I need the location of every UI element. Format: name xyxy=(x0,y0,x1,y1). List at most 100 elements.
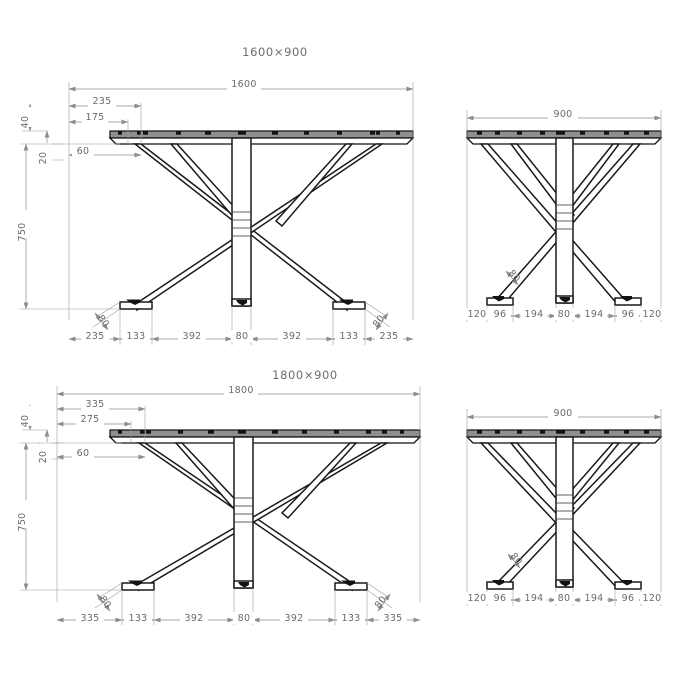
dim-label-chain-1600-6: 235 xyxy=(379,331,398,342)
dim-label-chain-1800-3: 80 xyxy=(238,613,251,624)
dim-inset-a-1600: 235 xyxy=(68,95,142,144)
center-column-1800 xyxy=(233,436,254,589)
side-center-foot-glide xyxy=(559,297,570,303)
dim-label-overall-width-1600: 1600 xyxy=(231,79,256,90)
dim-label-chain-1600-3: 80 xyxy=(236,331,249,342)
dim-inset-a-1800: 335 xyxy=(56,398,146,443)
dim-label-chain-1800-side-6: 120 xyxy=(642,593,661,604)
side-center-column-collar-1800 xyxy=(556,494,573,520)
foot-left-glide xyxy=(126,299,140,305)
dim-label-chain-1600-side-6: 120 xyxy=(642,309,661,320)
dim-label-chain-1600-side-1: 96 xyxy=(494,309,507,320)
dim-label-overall-width-1800: 1800 xyxy=(228,385,253,396)
dim-chain-bottom-1600: 235 133 392 80 392 133 235 xyxy=(68,306,414,345)
tabletop-bolt-tabs-1800 xyxy=(118,430,404,434)
center-foot-glide xyxy=(236,300,247,306)
table-frame-1600-side-geometry xyxy=(465,130,663,307)
dim-label-overall-width-1600-side: 900 xyxy=(553,109,572,120)
dim-label-chain-1800-4: 392 xyxy=(284,613,303,624)
center-column-collar xyxy=(232,211,251,237)
dim-label-chain-1600-1: 133 xyxy=(126,331,145,342)
dim-label-inset-a-1600: 235 xyxy=(92,96,111,107)
dim-label-chain-1600-0: 235 xyxy=(85,331,104,342)
dim-overall-height-1800: 750 xyxy=(17,442,122,591)
dim-label-inset-b-1600: 175 xyxy=(85,112,104,123)
dim-label-chain-1800-2: 392 xyxy=(184,613,203,624)
drawing-1600-side: 900 80 120 96 194 xyxy=(465,108,664,322)
tabletop-slab xyxy=(109,130,414,139)
dim-label-chain-1800-side-1: 96 xyxy=(494,593,507,604)
dim-label-chain-1600-side-3: 80 xyxy=(558,309,571,320)
dim-label-chain-1800-6: 335 xyxy=(383,613,402,624)
dim-inset-b-1800: 275 xyxy=(56,413,132,443)
dim-label-top-thickness-1600: 40 xyxy=(20,116,31,129)
inner-strut-right xyxy=(274,143,354,228)
dim-inset-b-1600: 175 xyxy=(68,111,129,144)
tabletop-edge-chamfer xyxy=(108,137,415,145)
center-column-collar-1800 xyxy=(234,497,253,523)
dim-top-thickness-1600: 40 xyxy=(20,103,48,132)
dim-label-chain-1600-5: 133 xyxy=(339,331,358,342)
dim-inset-c-1800: 60 xyxy=(56,447,146,460)
foot-left-glide-1800 xyxy=(128,580,142,586)
side-foot-left-glide-1800 xyxy=(492,580,504,586)
dim-label-chain-1800-side-4: 194 xyxy=(584,593,603,604)
dim-label-chain-1800-0: 335 xyxy=(80,613,99,624)
dim-overall-height-1600: 750 xyxy=(17,143,120,310)
dim-chain-bottom-1800: 335 133 392 80 392 133 335 xyxy=(56,588,421,625)
dim-label-overall-height-1600: 750 xyxy=(17,222,28,241)
dim-label-apron-thickness-1800: 20 xyxy=(38,451,49,464)
table-frame-1800-front-geometry xyxy=(108,429,422,592)
dim-label-top-thickness-1800: 40 xyxy=(20,415,31,428)
foot-right-glide-1800 xyxy=(341,580,355,586)
dim-label-apron-thickness-1600: 20 xyxy=(38,152,49,165)
side-center-column xyxy=(555,137,574,304)
dim-label-chain-1800-side-2: 194 xyxy=(524,593,543,604)
table-frame-1800-side-geometry xyxy=(465,429,663,590)
tabletop-slab-1800 xyxy=(109,429,421,438)
tabletop-bolt-tabs xyxy=(118,131,400,135)
dim-overall-width-1600-side: 900 xyxy=(466,108,662,322)
dim-label-overall-height-1800: 750 xyxy=(17,512,28,531)
drawing-1800-front: 1800×900 xyxy=(17,368,422,625)
dim-label-chain-1600-side-2: 194 xyxy=(524,309,543,320)
side-foot-right-glide xyxy=(620,296,632,302)
dim-chain-bottom-1800-side: 120 96 194 80 194 96 120 xyxy=(465,587,664,606)
tabletop-bolt-tabs-side-1800 xyxy=(477,430,649,434)
tabletop-bolt-tabs-side xyxy=(477,131,649,135)
dim-label-inset-c-1600: 60 xyxy=(77,146,90,157)
dim-label-inset-b-1800: 275 xyxy=(80,414,99,425)
dim-label-inset-a-1800: 335 xyxy=(85,399,104,410)
dim-label-chain-1800-side-3: 80 xyxy=(558,593,571,604)
side-center-foot-glide-1800 xyxy=(559,581,570,587)
side-center-column-collar xyxy=(556,204,573,230)
foot-right-glide xyxy=(339,299,353,305)
dim-label-chain-1600-side-5: 96 xyxy=(622,309,635,320)
dim-label-chain-1800-side-5: 96 xyxy=(622,593,635,604)
side-foot-right-glide-1800 xyxy=(620,580,632,586)
center-foot-glide-1800 xyxy=(238,582,249,588)
drawing-title-1800: 1800×900 xyxy=(272,368,338,382)
dim-label-chain-1600-side-0: 120 xyxy=(467,309,486,320)
center-column xyxy=(231,137,252,307)
dim-label-chain-1600-4: 392 xyxy=(282,331,301,342)
dim-label-chain-1600-2: 392 xyxy=(182,331,201,342)
inner-strut-right-1800 xyxy=(280,442,358,520)
drawing-1600-front: 1600×900 xyxy=(17,45,415,345)
drawing-1800-side: 900 80 120 96 194 80 xyxy=(465,407,664,606)
dim-top-thickness-1800: 40 xyxy=(20,404,48,431)
tabletop-edge-chamfer-1800 xyxy=(108,436,422,444)
dim-overall-width-1800-side: 900 xyxy=(466,407,662,606)
table-frame-1600-front-geometry xyxy=(108,130,415,312)
dim-inset-c-1600: 60 xyxy=(68,145,142,158)
dim-label-inset-c-1800: 60 xyxy=(77,448,90,459)
dim-label-chain-1800-5: 133 xyxy=(341,613,360,624)
dim-label-chain-1600-side-4: 194 xyxy=(584,309,603,320)
drawing-title-1600: 1600×900 xyxy=(242,45,308,59)
side-foot-left-glide xyxy=(492,296,504,302)
dim-label-chain-1800-1: 133 xyxy=(128,613,147,624)
dim-label-overall-width-1800-side: 900 xyxy=(553,408,572,419)
side-center-column-1800 xyxy=(555,436,574,588)
dim-chain-bottom-1600-side: 120 96 194 80 194 96 120 xyxy=(465,303,664,322)
